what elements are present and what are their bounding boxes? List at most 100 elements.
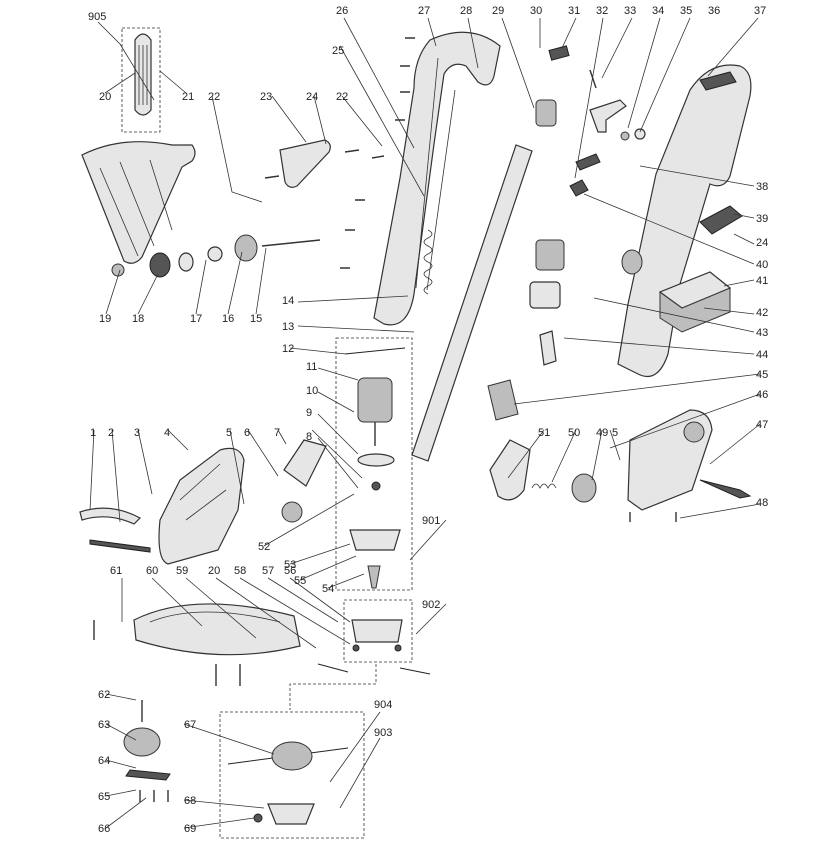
part-27-upper-handle	[340, 31, 501, 326]
parts-shaft-couplers	[529, 179, 589, 366]
callout-61: 61	[110, 565, 122, 577]
callout-67: 67	[184, 719, 196, 731]
callout-21: 21	[182, 91, 194, 103]
callout-8: 8	[306, 431, 312, 443]
callout-20: 20	[99, 91, 111, 103]
callout-37: 37	[754, 5, 766, 17]
callout-47: 47	[756, 419, 768, 431]
parts-29-36-small-components	[535, 45, 646, 171]
callout-19: 19	[99, 313, 111, 325]
callout-17: 17	[190, 313, 202, 325]
callout-33: 33	[624, 5, 636, 17]
callout-901: 901	[422, 515, 440, 527]
callout-41: 41	[756, 275, 768, 287]
callout-1: 1	[90, 427, 96, 439]
part-23-bracket	[264, 139, 385, 188]
callout-60: 60	[146, 565, 158, 577]
callout-24b: 24	[756, 237, 768, 249]
callout-15: 15	[250, 313, 262, 325]
callout-labels: 905 20 21 22 23 24 22 19 18 17 16 15 14 …	[88, 5, 768, 835]
motor-group-901	[335, 337, 413, 591]
part-905-hook-set	[121, 27, 161, 133]
callout-902: 902	[422, 599, 440, 611]
callout-39: 39	[756, 213, 768, 225]
part-2-rail	[89, 539, 151, 553]
part-25-spring	[423, 229, 433, 295]
callout-43: 43	[756, 327, 768, 339]
part-7-bracket	[281, 439, 327, 523]
callout-16: 16	[222, 313, 234, 325]
callout-29: 29	[492, 5, 504, 17]
part-41-battery-pack	[658, 271, 732, 333]
callout-65: 65	[98, 791, 110, 803]
callout-62: 62	[98, 689, 110, 701]
part-904-spool-assembly	[219, 711, 365, 839]
callout-58: 58	[234, 565, 246, 577]
callout-54: 54	[322, 583, 334, 595]
callout-5: 5	[226, 427, 232, 439]
callout-69: 69	[184, 823, 196, 835]
callout-50: 50	[568, 427, 580, 439]
part-1-guide	[79, 507, 141, 525]
callout-24: 24	[306, 91, 318, 103]
callout-9: 9	[306, 407, 312, 419]
part-18-bow-handle	[81, 141, 321, 278]
callout-22: 22	[208, 91, 220, 103]
callout-7: 7	[274, 427, 280, 439]
callout-18: 18	[132, 313, 144, 325]
callout-66: 66	[98, 823, 110, 835]
callout-31: 31	[568, 5, 580, 17]
callout-36: 36	[708, 5, 720, 17]
callout-64: 64	[98, 755, 110, 767]
callout-63: 63	[98, 719, 110, 731]
callout-55: 55	[294, 575, 306, 587]
callout-30: 30	[530, 5, 542, 17]
callout-904: 904	[374, 699, 392, 711]
callout-35: 35	[680, 5, 692, 17]
callout-26: 26	[336, 5, 348, 17]
callout-22b: 22	[336, 91, 348, 103]
callout-20b: 20	[208, 565, 220, 577]
callout-27: 27	[418, 5, 430, 17]
part-60-guard	[133, 603, 301, 686]
callout-905: 905	[88, 11, 106, 23]
callout-40: 40	[756, 259, 768, 271]
callout-45: 45	[756, 369, 768, 381]
callout-53: 53	[284, 559, 296, 571]
callout-903: 903	[374, 727, 392, 739]
part-46-lower-housing	[627, 409, 752, 522]
callout-42: 42	[756, 307, 768, 319]
callout-34: 34	[652, 5, 664, 17]
callout-48: 48	[756, 497, 768, 509]
callout-44: 44	[756, 349, 768, 361]
callout-52: 52	[258, 541, 270, 553]
parts-49-51	[489, 439, 597, 503]
part-4-head-housing	[158, 447, 245, 565]
callout-10: 10	[306, 385, 318, 397]
callout-13: 13	[282, 321, 294, 333]
callout-25: 25	[332, 45, 344, 57]
callout-57: 57	[262, 565, 274, 577]
callout-46: 46	[756, 389, 768, 401]
callout-11: 11	[306, 361, 317, 373]
callout-14: 14	[282, 295, 294, 307]
parts-62-66-blade-group	[123, 700, 171, 802]
callout-leaders	[89, 17, 761, 829]
callout-4: 4	[164, 427, 170, 439]
callout-49: 49	[596, 427, 608, 439]
callout-3: 3	[134, 427, 140, 439]
callout-12: 12	[282, 343, 294, 355]
callout-38: 38	[756, 181, 768, 193]
part-902-spool-housing	[317, 599, 431, 675]
callout-23: 23	[260, 91, 272, 103]
callout-2: 2	[108, 427, 114, 439]
callout-68: 68	[184, 795, 196, 807]
callout-56: 56	[284, 565, 296, 577]
callout-59: 59	[176, 565, 188, 577]
part-28-shaft-tube	[411, 144, 533, 462]
callout-5b: 5	[612, 427, 618, 439]
callout-32: 32	[596, 5, 608, 17]
part-45-collar	[487, 379, 519, 421]
callout-6: 6	[244, 427, 250, 439]
